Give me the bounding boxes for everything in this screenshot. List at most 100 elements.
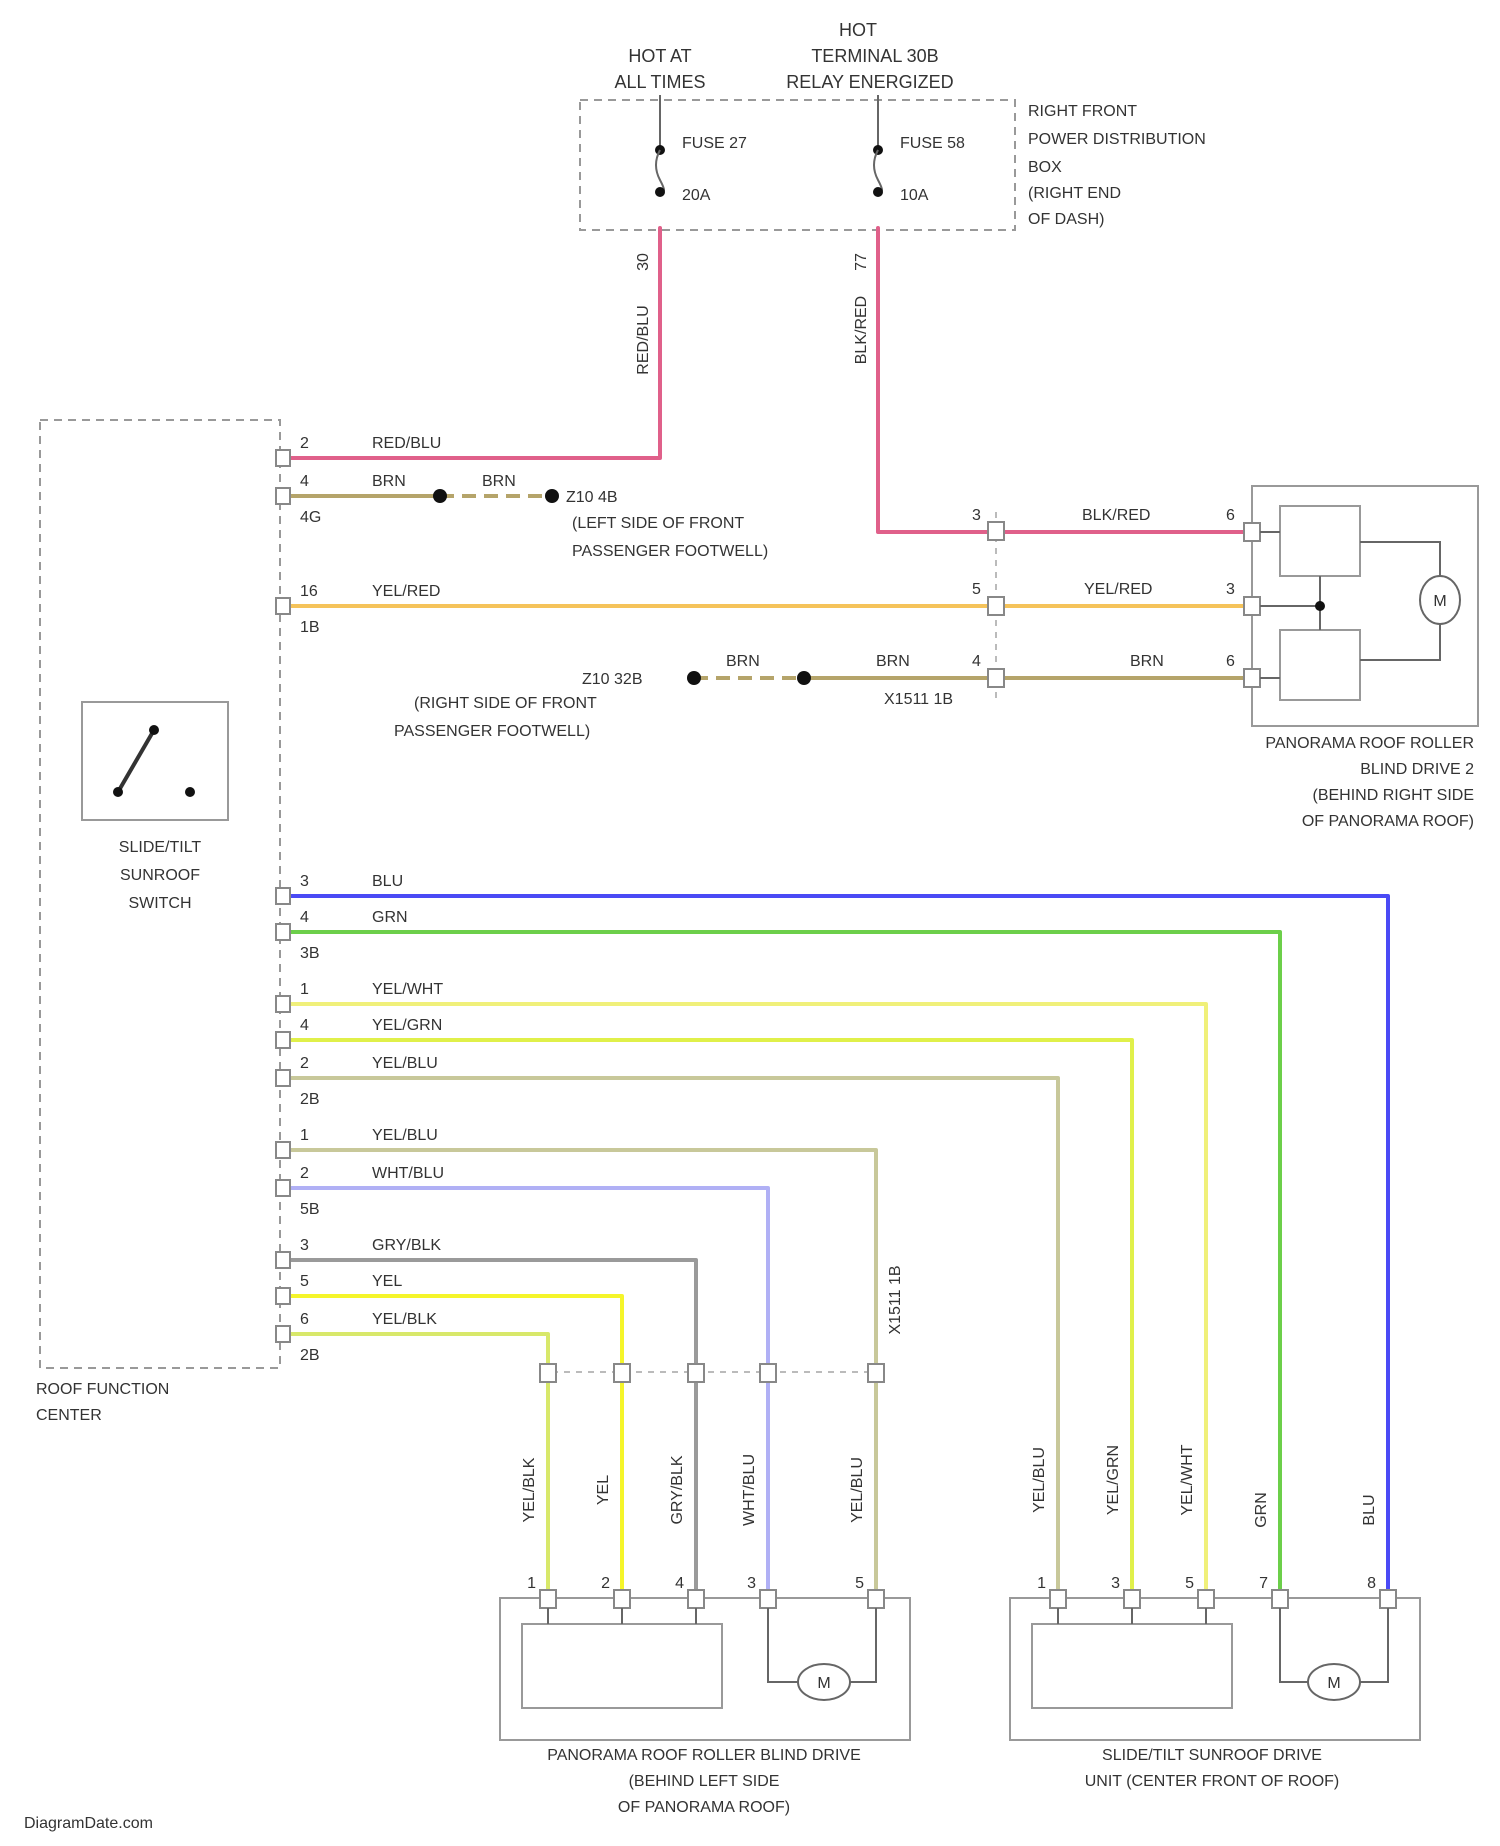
hot-at-all-times-label-2: ALL TIMES — [614, 72, 705, 92]
inline-pin-4-label: 4 — [972, 653, 981, 670]
rfc-pin-terminal — [276, 1326, 290, 1342]
red-blu-wire — [290, 228, 660, 458]
fuse27-amps: 20A — [682, 187, 711, 204]
rfc-connector-ticks — [276, 450, 290, 1342]
fuse58-symbol — [874, 150, 882, 191]
rfc-pin-terminal — [276, 1070, 290, 1086]
fuse58-name: FUSE 58 — [900, 135, 965, 152]
fuse58-amps: 10A — [900, 187, 929, 204]
rb2-label-1: PANORAMA ROOF ROLLER — [1265, 735, 1474, 752]
rb-left-pin-4 — [688, 1590, 704, 1608]
rfc-connector-2b-b: 2B — [300, 1347, 320, 1364]
rfc-pin-terminal — [276, 1252, 290, 1268]
rfc-pin-terminal — [276, 1032, 290, 1048]
inline-connector-name: X1511 1B — [884, 691, 953, 708]
yel-blu-label-1: YEL/BLU — [372, 1055, 438, 1072]
fuse58-pin: 77 — [853, 253, 870, 271]
sunroof-pin-5-label: 5 — [1185, 1575, 1194, 1592]
rb2-internal-splice — [1315, 601, 1325, 611]
inline-pin-3 — [988, 522, 1004, 540]
rfc-connector-3b: 3B — [300, 945, 320, 962]
sunroof-pin-3 — [1124, 1590, 1140, 1608]
rfc-pin-terminal — [276, 996, 290, 1012]
rfc-pin-terminal — [276, 598, 290, 614]
rfc-connector-2b-a: 2B — [300, 1091, 320, 1108]
rb2-label-3: (BEHIND RIGHT SIDE — [1313, 787, 1475, 804]
hot-terminal-label-2: TERMINAL 30B — [811, 46, 938, 66]
watermark: DiagramDate.com — [24, 1815, 153, 1832]
rb2-module-lower — [1280, 630, 1360, 700]
rb2-pin-6b — [1244, 669, 1260, 687]
switch-label-2: SUNROOF — [120, 867, 200, 884]
rb2-blk-red-label: BLK/RED — [1082, 507, 1150, 524]
vlabel-blu: BLU — [1361, 1494, 1378, 1525]
ground1-loc-2: PASSENGER FOOTWELL) — [572, 543, 768, 560]
hot-terminal-label-1: HOT — [839, 20, 877, 40]
ground1-name: Z10 4B — [566, 489, 618, 506]
rfc-pin-4-upper: 4 — [300, 473, 309, 490]
rb2-pin-3-label: 3 — [1226, 581, 1235, 598]
blk-red-vertical-label: BLK/RED — [853, 296, 870, 364]
power-distribution-box-outline — [580, 100, 1015, 230]
rfc-pin-1-yelwht: 1 — [300, 981, 309, 998]
rb2-motor-label: M — [1433, 593, 1446, 610]
red-blu-vertical-label: RED/BLU — [635, 305, 652, 374]
rb-left-label-3: OF PANORAMA ROOF) — [618, 1799, 790, 1816]
yel-blk-label: YEL/BLK — [372, 1311, 437, 1328]
rfc-pin-2-whtblu: 2 — [300, 1165, 309, 1182]
rfc-pin-terminal — [276, 488, 290, 504]
rb-left-pin-2-label: 2 — [601, 1575, 610, 1592]
pdb-label-3: BOX — [1028, 159, 1062, 176]
switch-contact-pivot — [113, 787, 123, 797]
switch-contact-fixed — [185, 787, 195, 797]
rb2-pin-3 — [1244, 597, 1260, 615]
inline-lower-pin-5 — [868, 1364, 884, 1382]
yel-wire — [290, 1296, 622, 1604]
ground-point-2 — [687, 671, 701, 685]
rfc-connector-4g: 4G — [300, 509, 321, 526]
brn-label-3: BRN — [726, 653, 760, 670]
vlabel-grn: GRN — [1253, 1492, 1270, 1528]
grn-label: GRN — [372, 909, 408, 926]
blk-red-wire — [878, 228, 1248, 532]
rb-left-label-2: (BEHIND LEFT SIDE — [629, 1773, 780, 1790]
inline-pin-4 — [988, 669, 1004, 687]
hot-terminal-label-3: RELAY ENERGIZED — [786, 72, 953, 92]
yel-blk-wire — [290, 1334, 548, 1604]
rfc-pin-3-grybl: 3 — [300, 1237, 309, 1254]
rfc-pin-2: 2 — [300, 435, 309, 452]
brn-label-4: BRN — [876, 653, 910, 670]
rb-left-pin-1-label: 1 — [527, 1575, 536, 1592]
yel-label: YEL — [372, 1273, 402, 1290]
rb-left-pin-5-label: 5 — [855, 1575, 864, 1592]
rb2-internal-wiring — [1260, 532, 1320, 678]
blu-label: BLU — [372, 873, 403, 890]
pdb-label-5: OF DASH) — [1028, 211, 1104, 228]
ground2-loc-1: (RIGHT SIDE OF FRONT — [414, 695, 597, 712]
rfc-pin-terminal — [276, 1142, 290, 1158]
vlabel-yel-blk: YEL/BLK — [521, 1457, 538, 1522]
roof-function-center-outline — [40, 420, 280, 1368]
rb2-label-4: OF PANORAMA ROOF) — [1302, 813, 1474, 830]
rb-left-module — [522, 1624, 722, 1708]
rfc-label-1: ROOF FUNCTION — [36, 1381, 169, 1398]
inline-lower-pin-3 — [688, 1364, 704, 1382]
roller-blind-drive-box — [500, 1598, 910, 1740]
sunroof-pin-1-label: 1 — [1037, 1575, 1046, 1592]
vlabel-gry-blk: GRY/BLK — [669, 1455, 686, 1524]
switch-label-1: SLIDE/TILT — [119, 839, 202, 856]
rb-left-label-1: PANORAMA ROOF ROLLER BLIND DRIVE — [547, 1747, 861, 1764]
sunroof-switch-box — [82, 702, 228, 820]
sunroof-pin-8 — [1380, 1590, 1396, 1608]
rb2-pin-6b-label: 6 — [1226, 653, 1235, 670]
rb2-label-2: BLIND DRIVE 2 — [1360, 761, 1474, 778]
rb2-brn-label: BRN — [1130, 653, 1164, 670]
inline-lower-pin-2 — [614, 1364, 630, 1382]
rfc-pin-terminal — [276, 888, 290, 904]
hot-at-all-times-label-1: HOT AT — [628, 46, 691, 66]
inline-lower-pin-1 — [540, 1364, 556, 1382]
vlabel-yel-blu-left: YEL/BLU — [849, 1457, 866, 1523]
rfc-pin-5-yel: 5 — [300, 1273, 309, 1290]
sunroof-pin-5 — [1198, 1590, 1214, 1608]
yel-grn-label: YEL/GRN — [372, 1017, 442, 1034]
